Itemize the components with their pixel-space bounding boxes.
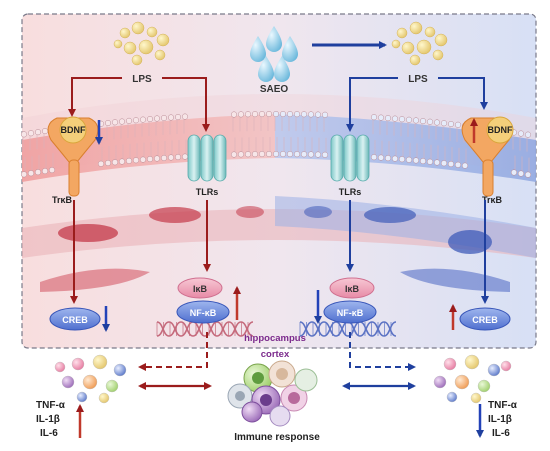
tlrs-right-icon (330, 134, 370, 182)
cytokine-right-tnf: TNF-α (488, 400, 518, 411)
dashed-arrow-left (138, 332, 208, 371)
nfkb-right-label: NF-κB (337, 308, 364, 318)
immune-cells-icon (227, 360, 318, 427)
organelle-center-right (304, 206, 332, 218)
cytokines-right-icon (433, 354, 512, 404)
lps-particles-right (391, 21, 448, 66)
ikb-left-label: IκB (193, 284, 208, 294)
arrow-lps-to-bdnf-right (438, 77, 488, 110)
saeo-drops-icon (250, 26, 298, 82)
nfkb-right-oval (323, 300, 377, 324)
tlrs-right-label: TLRs (339, 187, 362, 197)
arrow-lps-to-tlrs-right (346, 77, 398, 132)
cytokine-left-il6: IL-6 (40, 428, 58, 439)
cytokine-right-il6: IL-6 (492, 428, 510, 439)
ikb-right-oval (329, 277, 375, 299)
immune-response-label: Immune response (234, 432, 320, 443)
tlrs-left-icon (187, 134, 227, 182)
bdnf-right-icon (486, 116, 514, 144)
cytokines-left-icon (54, 354, 127, 404)
cytokine-right-il1b: IL-1β (488, 414, 512, 425)
arrow-lps-to-bdnf-left (68, 77, 122, 117)
cortex-label: cortex (261, 349, 290, 360)
dashed-arrow-right (349, 332, 416, 371)
organelle-right-2 (448, 230, 492, 254)
organelle-left-1 (58, 224, 118, 242)
saeo-label: SAEO (260, 84, 289, 95)
organelle-right-1 (364, 207, 416, 223)
bdnf-right-label: BDNF (488, 125, 513, 135)
lps-right-label: LPS (408, 74, 428, 85)
organelle-right-3 (400, 268, 510, 292)
hippocampus-label: hippocampus (244, 333, 306, 344)
trkb-left-label: TrκB (52, 195, 73, 205)
creb-right-label: CREB (472, 315, 498, 325)
organelle-left-3 (40, 268, 150, 292)
organelle-left-2 (149, 207, 201, 223)
tlrs-left-label: TLRs (196, 187, 219, 197)
lps-left-label: LPS (132, 74, 152, 85)
nfkb-left-label: NF-κB (190, 308, 217, 318)
bdnf-left-label: BDNF (61, 125, 86, 135)
creb-left-label: CREB (62, 315, 88, 325)
creb-left-oval (49, 307, 101, 331)
creb-right-oval (459, 307, 511, 331)
background-panel (22, 14, 536, 348)
bdnf-left-icon (59, 116, 87, 144)
ikb-left-oval (177, 277, 223, 299)
lps-particles-left (113, 21, 170, 66)
trkb-right-label: TrκB (482, 195, 503, 205)
ikb-right-label: IκB (345, 284, 360, 294)
lipid-bilayer (20, 110, 532, 178)
cytokine-left-il1b: IL-1β (36, 414, 60, 425)
arrow-lps-to-tlrs-left (162, 77, 210, 132)
organelle-center (236, 206, 264, 218)
nfkb-left-oval (176, 300, 230, 324)
cytokine-left-tnf: TNF-α (36, 400, 66, 411)
